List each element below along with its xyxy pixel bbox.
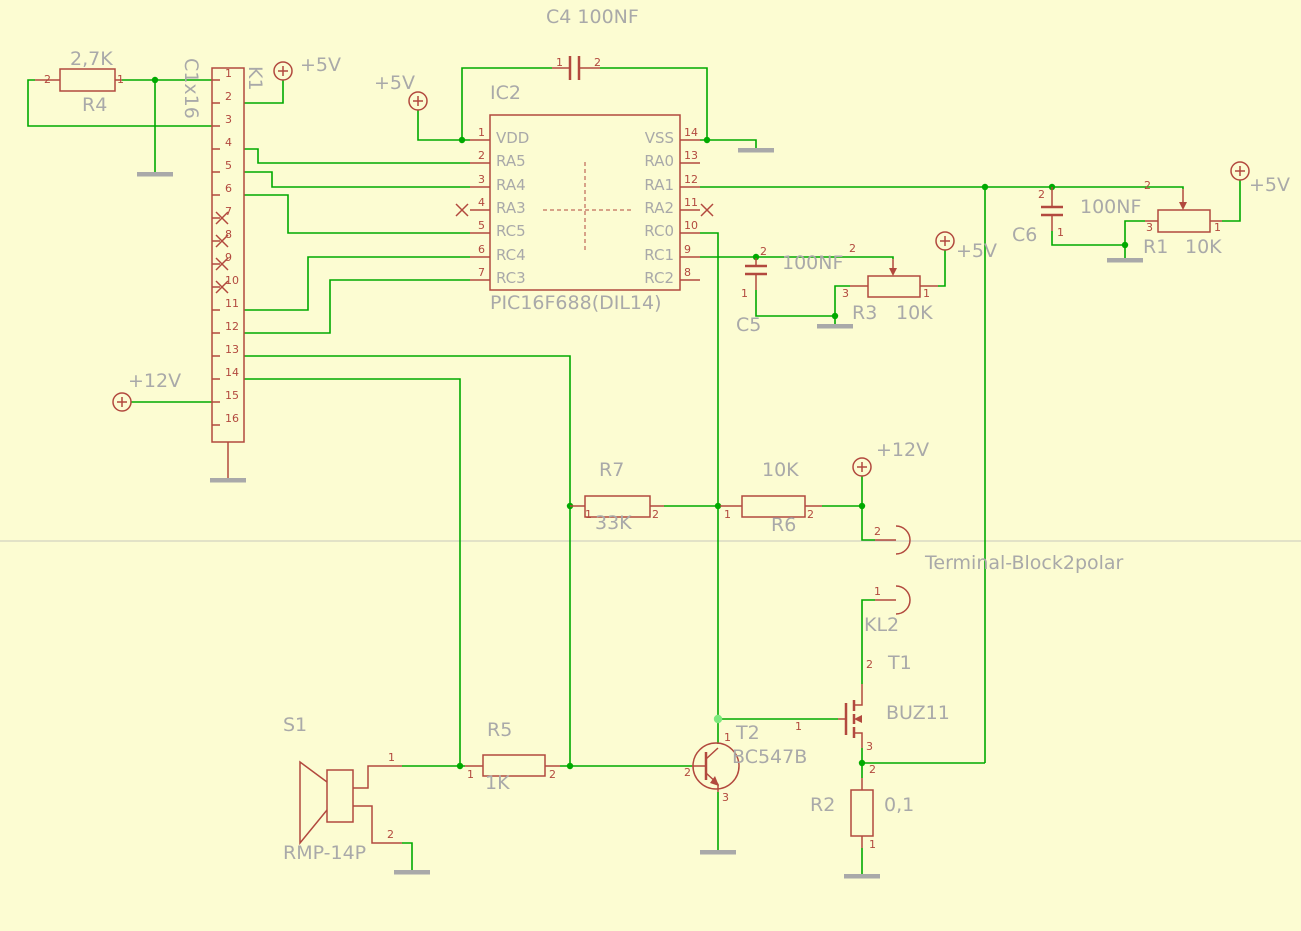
component-kl2-terminal[interactable] bbox=[875, 525, 911, 615]
gnd-symbol[interactable] bbox=[210, 478, 246, 483]
gnd-symbol[interactable] bbox=[817, 324, 853, 329]
gnd-symbol[interactable] bbox=[700, 850, 736, 855]
gnd-symbol[interactable] bbox=[1107, 258, 1143, 263]
ic2-unused-pin-marks bbox=[455, 203, 714, 217]
k1-unused-pin-marks bbox=[215, 211, 229, 294]
component-r7[interactable] bbox=[570, 495, 664, 518]
component-t1-mosfet[interactable] bbox=[838, 684, 863, 748]
component-r3-trimmer[interactable] bbox=[850, 259, 938, 298]
component-c6[interactable] bbox=[1041, 187, 1063, 231]
component-r5[interactable] bbox=[465, 754, 560, 777]
power-symbol-5v-ic[interactable] bbox=[408, 91, 428, 111]
component-r1-trimmer[interactable] bbox=[1145, 189, 1222, 233]
component-c4[interactable] bbox=[552, 56, 600, 80]
net-wires[interactable] bbox=[27, 67, 1241, 874]
power-symbol-12v-k1[interactable] bbox=[112, 392, 132, 412]
component-r2[interactable] bbox=[850, 778, 874, 848]
component-c5[interactable] bbox=[745, 258, 767, 290]
component-t2-transistor[interactable] bbox=[692, 742, 740, 792]
component-r4[interactable] bbox=[35, 68, 122, 92]
net-junction-highlighted bbox=[713, 714, 723, 724]
component-s1-speaker[interactable] bbox=[299, 760, 402, 846]
ground-symbols[interactable] bbox=[137, 148, 1143, 879]
gnd-symbol[interactable] bbox=[738, 148, 774, 153]
gnd-symbol[interactable] bbox=[394, 870, 430, 875]
component-ic2[interactable] bbox=[470, 114, 700, 291]
power-symbol-5v-r1[interactable] bbox=[1230, 161, 1250, 181]
power-symbol-5v-k1[interactable] bbox=[273, 61, 293, 81]
gnd-symbol[interactable] bbox=[137, 172, 173, 177]
power-symbol-5v-r3[interactable] bbox=[935, 231, 955, 251]
gnd-symbol[interactable] bbox=[844, 874, 880, 879]
net-junctions bbox=[151, 76, 1129, 770]
component-r6[interactable] bbox=[720, 495, 822, 518]
component-k1-connector[interactable] bbox=[211, 67, 245, 478]
power-symbol-12v-r6[interactable] bbox=[852, 457, 872, 477]
